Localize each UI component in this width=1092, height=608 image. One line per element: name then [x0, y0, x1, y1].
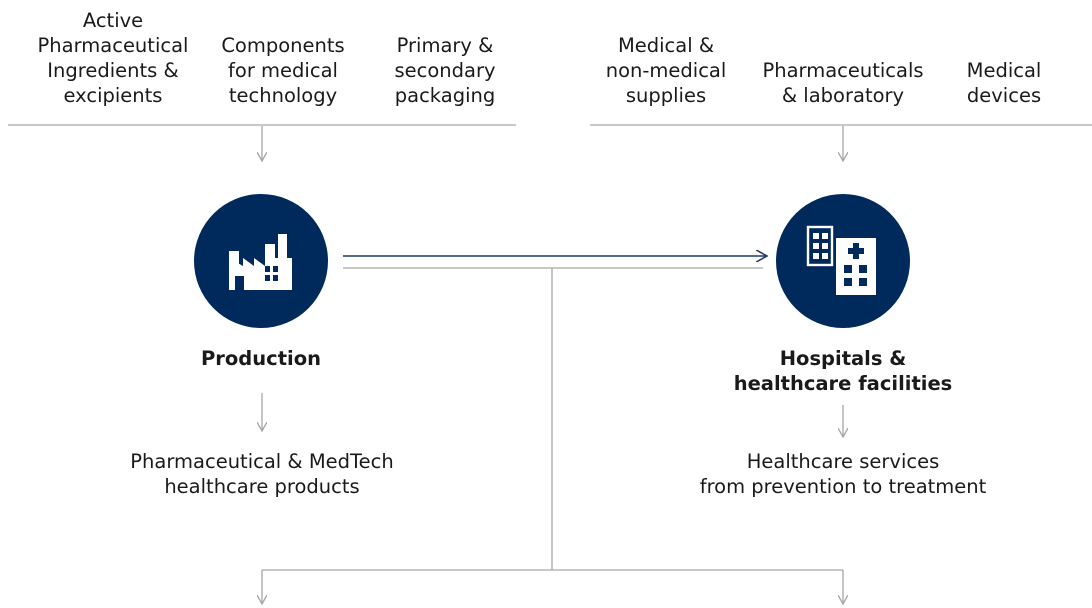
input-packaging: Primary & secondary packaging [394, 34, 496, 107]
production-label: Production [201, 347, 321, 370]
production-node [194, 194, 328, 328]
hospitals-label: Hospitals & healthcare facilities [733, 347, 953, 395]
input-supplies: Medical & non-medical supplies [605, 34, 727, 107]
input-api-excipients: Active Pharmaceutical Ingredients & exci… [37, 9, 189, 107]
hospital-icon [806, 225, 876, 295]
input-pharma-lab: Pharmaceuticals & laboratory [762, 59, 924, 107]
input-medtech-components: Components for medical technology [221, 34, 345, 107]
input-medical-devices: Medical devices [966, 59, 1042, 107]
hospitals-output: Healthcare services from prevention to t… [699, 450, 987, 498]
production-output: Pharmaceutical & MedTech healthcare prod… [130, 450, 394, 498]
factory-icon [229, 234, 292, 290]
hospitals-node [776, 194, 910, 328]
